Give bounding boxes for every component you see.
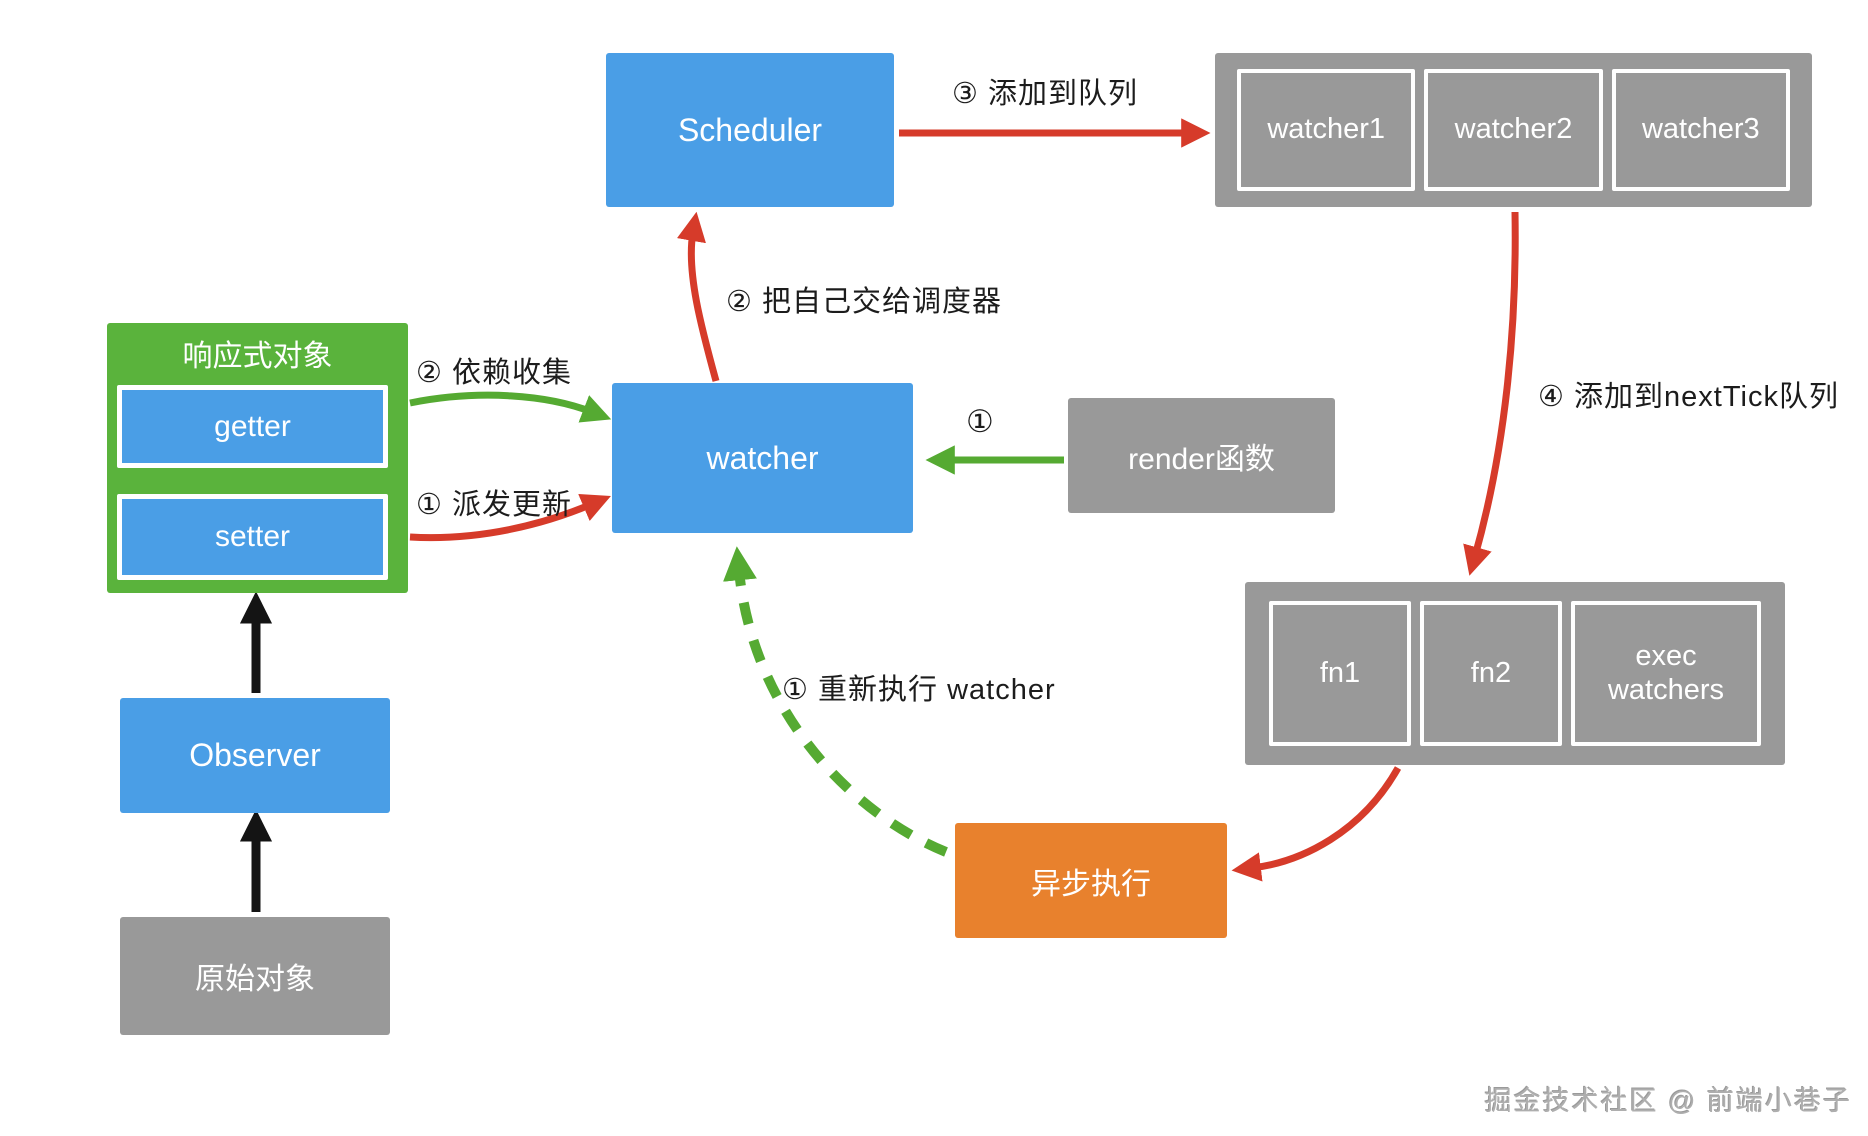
dep-collect-label: ② 依赖收集 bbox=[416, 357, 573, 389]
getter-box: getter bbox=[117, 385, 388, 468]
add-to-next-tick-label: ④ 添加到nextTick队列 bbox=[1538, 381, 1839, 413]
queue-to-async-arrow bbox=[1231, 766, 1402, 882]
re-run-watcher-label: ① 重新执行 watcher bbox=[782, 674, 1056, 706]
next-tick-item-exec-watchers: exec watchers bbox=[1570, 601, 1761, 746]
watcher1-label: watcher1 bbox=[1267, 113, 1385, 146]
dispatch-update-label: ① 派发更新 bbox=[416, 489, 573, 521]
observer-label: Observer bbox=[189, 737, 321, 773]
raw-object-label: 原始对象 bbox=[195, 963, 315, 996]
watcher-label: watcher bbox=[706, 439, 819, 476]
fn2-label: fn2 bbox=[1470, 656, 1512, 689]
render-fn-box: render函数 bbox=[1068, 398, 1335, 513]
render-step-label: ① bbox=[966, 404, 995, 439]
scheduler-box: Scheduler bbox=[606, 53, 894, 207]
hand-to-scheduler-label: ② 把自己交给调度器 bbox=[726, 286, 1003, 318]
watcher-queue-item-3: watcher3 bbox=[1611, 69, 1790, 191]
add-to-next-tick-arrow bbox=[1463, 211, 1519, 576]
watcher-box: watcher bbox=[612, 383, 913, 533]
setter-label: setter bbox=[214, 520, 291, 553]
setter-box: setter bbox=[117, 494, 388, 580]
next-tick-item-fn1: fn1 bbox=[1269, 601, 1411, 746]
watcher-queue-box: watcher1 watcher2 watcher3 bbox=[1215, 53, 1812, 207]
re-run-watcher-dashed-arrow bbox=[723, 546, 948, 857]
reactive-object-title: 响应式对象 bbox=[182, 340, 333, 373]
observer-box: Observer bbox=[120, 698, 390, 813]
next-tick-queue-box: fn1 fn2 exec watchers bbox=[1245, 582, 1785, 765]
watcher3-label: watcher3 bbox=[1641, 113, 1760, 146]
dep-collect-arrow bbox=[409, 391, 612, 423]
watermark-text: 掘金技术社区 @ 前端小巷子 bbox=[1484, 1086, 1852, 1116]
watcher-queue-item-1: watcher1 bbox=[1237, 69, 1416, 191]
exec-watchers-label: exec watchers bbox=[1607, 640, 1724, 706]
watcher2-label: watcher2 bbox=[1454, 113, 1573, 146]
render-fn-label: render函数 bbox=[1128, 442, 1275, 476]
async-exec-box: 异步执行 bbox=[955, 823, 1227, 938]
fn1-label: fn1 bbox=[1319, 656, 1361, 689]
next-tick-item-fn2: fn2 bbox=[1419, 601, 1562, 746]
hand-to-scheduler-arrow bbox=[677, 211, 720, 382]
async-exec-label: 异步执行 bbox=[1031, 867, 1151, 901]
dispatch-update-arrow bbox=[409, 493, 611, 542]
scheduler-label: Scheduler bbox=[677, 111, 823, 148]
add-to-queue-label: ③ 添加到队列 bbox=[952, 78, 1139, 110]
watcher-queue-item-2: watcher2 bbox=[1424, 69, 1603, 191]
getter-label: getter bbox=[214, 409, 291, 443]
raw-object-box: 原始对象 bbox=[120, 917, 390, 1035]
